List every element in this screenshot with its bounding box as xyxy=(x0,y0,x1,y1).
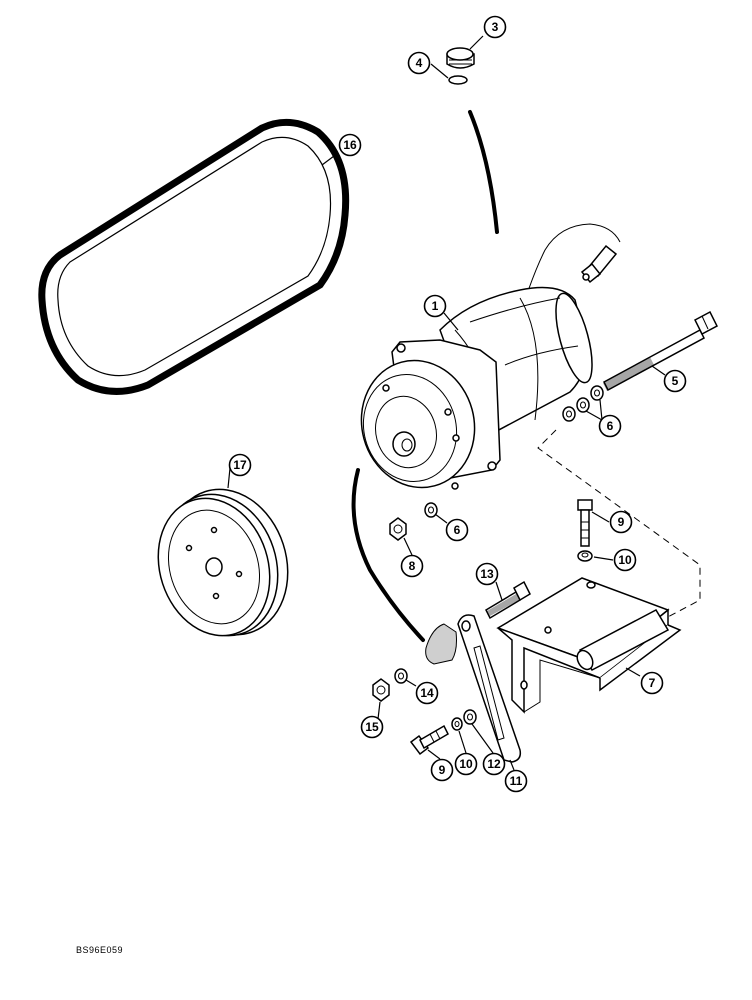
callout-3: 3 xyxy=(483,15,507,39)
bolt xyxy=(409,724,449,756)
leader-lines xyxy=(227,35,666,771)
washer xyxy=(562,406,576,422)
callout-13: 13 xyxy=(475,562,499,586)
callout-15: 15 xyxy=(360,715,384,739)
bolt xyxy=(577,499,593,547)
service-cap xyxy=(446,47,475,69)
callout-number: 10 xyxy=(618,553,632,567)
drive-belt xyxy=(38,118,350,395)
callout-number: 11 xyxy=(510,774,523,788)
callout-number: 10 xyxy=(459,757,473,771)
callout-16: 16 xyxy=(338,133,362,157)
callout-number: 14 xyxy=(420,686,434,700)
callout-number: 6 xyxy=(454,523,461,537)
washer xyxy=(424,502,438,518)
callout-5: 5 xyxy=(663,369,687,393)
callout-number: 4 xyxy=(416,56,423,70)
washer xyxy=(576,397,590,413)
washer xyxy=(463,709,477,725)
adjusting-arm xyxy=(457,614,522,763)
assembly-line-upper xyxy=(468,110,499,234)
callout-number: 16 xyxy=(343,138,357,152)
figure-code: BS96E059 xyxy=(76,945,124,955)
callout-number: 3 xyxy=(492,20,499,34)
callout-6: 6 xyxy=(598,414,622,438)
callout-number: 12 xyxy=(487,757,501,771)
callout-number: 5 xyxy=(672,374,679,388)
callout-1: 1 xyxy=(423,294,447,318)
callout-8: 8 xyxy=(400,554,424,578)
washer xyxy=(590,385,604,401)
nut xyxy=(372,678,390,702)
callout-number: 9 xyxy=(618,515,625,529)
washer xyxy=(394,668,408,684)
washer xyxy=(451,717,463,731)
callout-6: 6 xyxy=(445,518,469,542)
callout-number: 9 xyxy=(439,763,446,777)
compressor xyxy=(360,223,621,490)
callout-11: 11 xyxy=(504,769,528,793)
electrical-connector xyxy=(580,244,618,284)
callout-9: 9 xyxy=(609,510,633,534)
mounting-bracket xyxy=(496,577,682,714)
nut xyxy=(389,517,407,541)
adjusting-bolt xyxy=(485,580,531,620)
callout-7: 7 xyxy=(640,671,664,695)
callout-14: 14 xyxy=(415,681,439,705)
long-bolt xyxy=(603,310,718,392)
callout-12: 12 xyxy=(482,752,506,776)
drive-pulley xyxy=(157,488,289,637)
callout-number: 15 xyxy=(365,720,379,734)
callout-number: 7 xyxy=(649,676,656,690)
callout-number: 1 xyxy=(432,299,439,313)
callout-17: 17 xyxy=(228,453,252,477)
alignment-line xyxy=(537,429,701,619)
callout-number: 6 xyxy=(607,419,614,433)
callout-number: 8 xyxy=(409,559,416,573)
callout-number: 13 xyxy=(480,567,494,581)
callout-10: 10 xyxy=(454,752,478,776)
o-ring xyxy=(448,75,468,85)
callout-9: 9 xyxy=(430,758,454,782)
compressor-mount-ear xyxy=(425,623,457,665)
assembly-line-lower xyxy=(351,468,425,642)
callout-4: 4 xyxy=(407,51,431,75)
nut xyxy=(577,550,593,562)
callout-number: 17 xyxy=(233,458,247,472)
callout-10: 10 xyxy=(613,548,637,572)
